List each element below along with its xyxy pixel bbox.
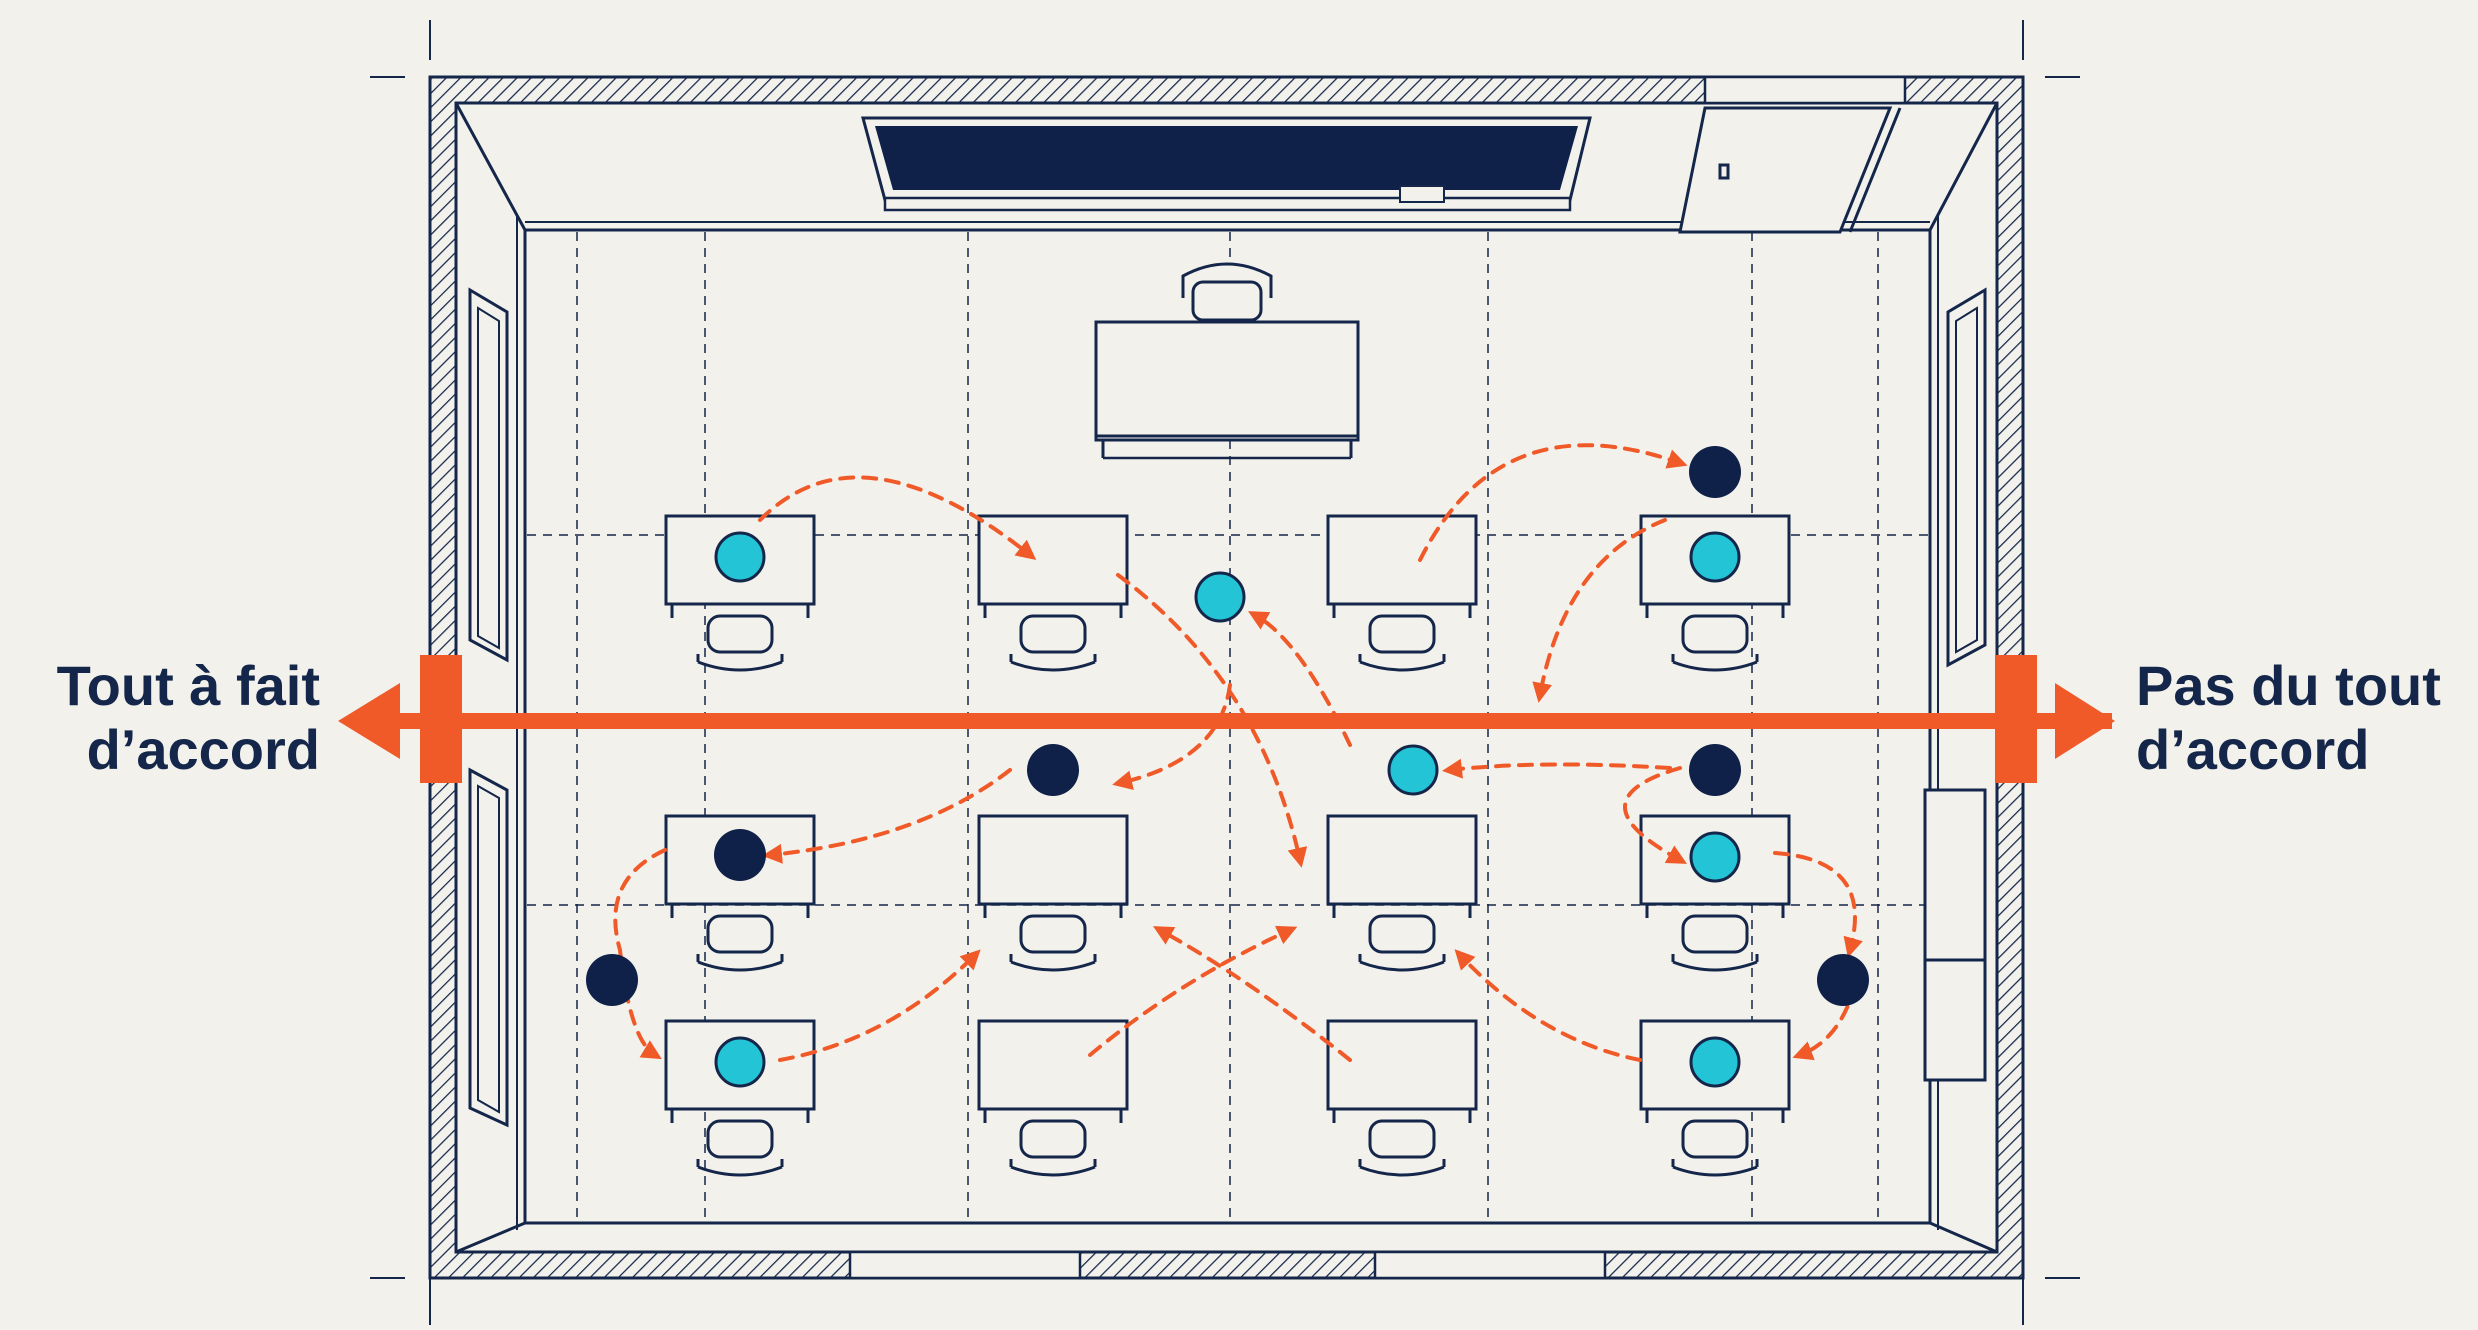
navy-person-marker-icon	[714, 829, 766, 881]
dashed-arrow-icon	[758, 475, 1037, 560]
navy-person-marker-icon	[1817, 954, 1869, 1006]
navy-person-marker-icon	[1027, 744, 1079, 796]
navy-person-marker-icon	[1689, 744, 1741, 796]
navy-person-marker-icon	[1689, 446, 1741, 498]
opinion-axis	[338, 655, 2115, 783]
axis-label-right-line1: Pas du tout	[2136, 654, 2441, 717]
dashed-arrow-icon	[1116, 573, 1308, 868]
dashed-arrow-icon	[778, 949, 981, 1062]
teal-person-marker-icon	[1387, 744, 1439, 796]
desk-with-chair-icon	[977, 1019, 1129, 1177]
dashed-arrow-icon	[1773, 851, 1863, 958]
dashed-arrow-icon	[1532, 518, 1667, 703]
axis-arrow-right-icon	[2055, 683, 2115, 759]
axis-label-left-line2: d’accord	[86, 718, 320, 781]
dashed-arrow-icon	[1454, 949, 1642, 1062]
bottom-windows	[848, 1250, 1607, 1280]
teal-person-marker-icon	[714, 1036, 766, 1088]
teacher-desk	[1094, 262, 1360, 460]
movement-arrows	[613, 443, 1863, 1062]
dashed-arrow-icon	[1112, 683, 1232, 791]
axis-label-left: Tout à fait d’accord	[10, 654, 320, 782]
teal-person-marker-icon	[714, 531, 766, 583]
desk-with-chair-icon	[1639, 814, 1791, 972]
blackboard	[861, 116, 1592, 212]
desk-with-chair-icon	[1326, 814, 1478, 972]
door-opening	[1703, 75, 1907, 105]
axis-line	[372, 713, 2112, 729]
axis-label-right-line2: d’accord	[2136, 718, 2370, 781]
desk-with-chair-icon	[664, 814, 816, 972]
teal-person-marker-icon	[1689, 1036, 1741, 1088]
desk-with-chair-icon	[977, 814, 1129, 972]
crop-marks	[370, 20, 2080, 1325]
teal-person-marker-icon	[1689, 531, 1741, 583]
axis-arrow-left-icon	[338, 683, 400, 759]
desk-with-chair-icon	[977, 514, 1129, 672]
teal-person-marker-icon	[1194, 571, 1246, 623]
person-markers	[586, 446, 1869, 1088]
desk-with-chair-icon	[1326, 514, 1478, 672]
axis-label-left-line1: Tout à fait	[56, 654, 320, 717]
dashed-arrow-icon	[1153, 926, 1352, 1062]
dashed-arrow-icon	[1418, 443, 1688, 562]
dashed-arrow-icon	[1088, 925, 1298, 1057]
side-windows	[468, 287, 1987, 1128]
student-desks	[664, 514, 1791, 1177]
dashed-arrow-icon	[1623, 766, 1688, 864]
classroom-door	[1678, 106, 1902, 234]
teal-person-marker-icon	[1689, 831, 1741, 883]
dashed-arrow-icon	[1442, 758, 1672, 779]
navy-person-marker-icon	[586, 954, 638, 1006]
dashed-arrow-icon	[762, 768, 1012, 864]
desk-with-chair-icon	[1326, 1019, 1478, 1177]
dashed-arrow-icon	[613, 848, 667, 1060]
axis-label-right: Pas du tout d’accord	[2136, 654, 2476, 782]
